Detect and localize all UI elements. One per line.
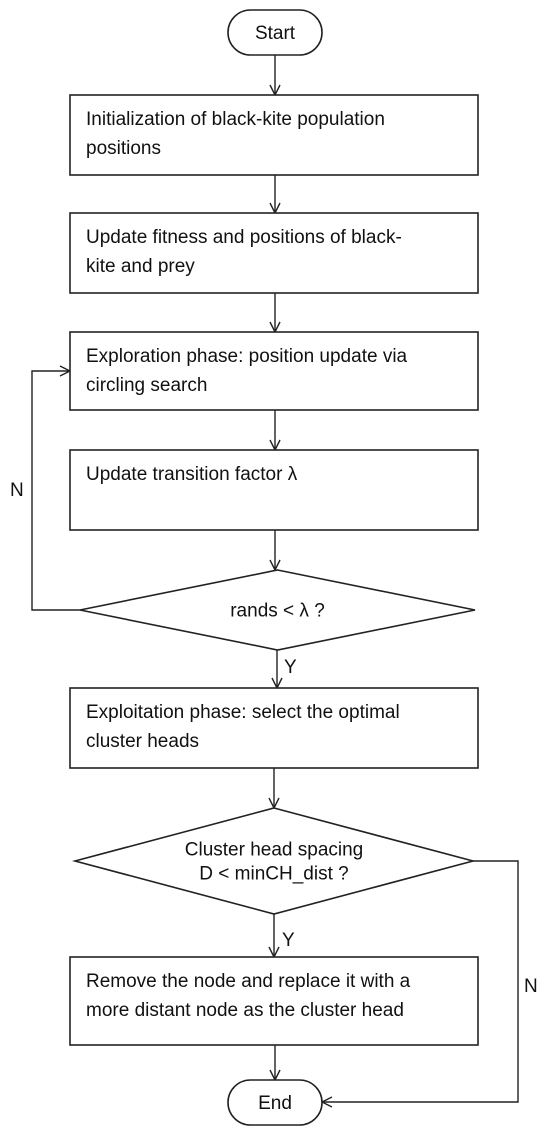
node-decision-spacing-text-line-2: D < minCH_dist ? bbox=[199, 864, 348, 885]
node-fitness-shape bbox=[69, 212, 479, 294]
node-decision-rand-shape bbox=[79, 569, 476, 651]
edge-label-y-decision-rand: Y bbox=[284, 657, 297, 678]
edge-label-y-decision-spacing: Y bbox=[282, 930, 295, 951]
node-remove-text-line-2: more distant node as the cluster head bbox=[86, 1000, 404, 1021]
node-remove-shape bbox=[69, 956, 479, 1046]
node-transition: Update transition factor λ bbox=[69, 449, 479, 531]
node-exploration-shape bbox=[69, 331, 479, 411]
node-decision-rand-text-line-1: rands < λ ? bbox=[230, 601, 325, 622]
node-end: End bbox=[227, 1079, 323, 1126]
node-fitness-text-line-2: kite and prey bbox=[86, 256, 195, 277]
node-exploration-text-line-1: Exploration phase: position update via bbox=[86, 346, 408, 367]
node-exploration-text-line-2: circling search bbox=[86, 375, 207, 396]
node-init: Initialization of black-kite population p… bbox=[69, 94, 479, 176]
node-start-shape bbox=[227, 9, 323, 56]
edge-label-n-decision-spacing: N bbox=[524, 976, 538, 997]
edges: N Y Y N bbox=[10, 55, 538, 1102]
node-transition-shape bbox=[69, 449, 479, 531]
edge-decision-spacing-to-end bbox=[322, 860, 519, 1102]
node-start-text-line-1: Start bbox=[255, 23, 296, 44]
node-init-shape bbox=[69, 94, 479, 176]
node-fitness: Update fitness and positions of black-ki… bbox=[69, 212, 479, 294]
node-exploration: Exploration phase: position update via ci… bbox=[69, 331, 479, 411]
node-exploitation-text-line-2: cluster heads bbox=[86, 731, 199, 752]
node-decision-spacing-shape bbox=[71, 807, 477, 915]
edge-decision-rand-to-exploration bbox=[31, 371, 80, 611]
node-transition-text-line-1: Update transition factor λ bbox=[86, 464, 298, 485]
node-init-text-line-1: Initialization of black-kite population bbox=[86, 109, 385, 130]
node-exploitation-text-line-1: Exploitation phase: select the optimal bbox=[86, 702, 400, 723]
node-decision-spacing: Cluster head spacing D < minCH_dist ? bbox=[71, 807, 477, 915]
edge-label-n-decision-rand: N bbox=[10, 480, 24, 501]
node-fitness-text-line-1: Update fitness and positions of black- bbox=[86, 227, 402, 248]
node-end-text-line-1: End bbox=[258, 1093, 292, 1114]
node-exploitation-shape bbox=[69, 687, 479, 769]
node-decision-spacing-text-line-1: Cluster head spacing bbox=[185, 840, 364, 861]
node-remove: Remove the node and replace it with a mor… bbox=[69, 956, 479, 1046]
node-exploitation: Exploitation phase: select the optimal cl… bbox=[69, 687, 479, 769]
node-start: Start bbox=[227, 9, 323, 56]
node-decision-rand: rands < λ ? bbox=[79, 569, 476, 651]
node-init-text-line-2: positions bbox=[86, 138, 161, 159]
node-remove-text-line-1: Remove the node and replace it with a bbox=[86, 971, 411, 992]
node-end-shape bbox=[227, 1079, 323, 1126]
